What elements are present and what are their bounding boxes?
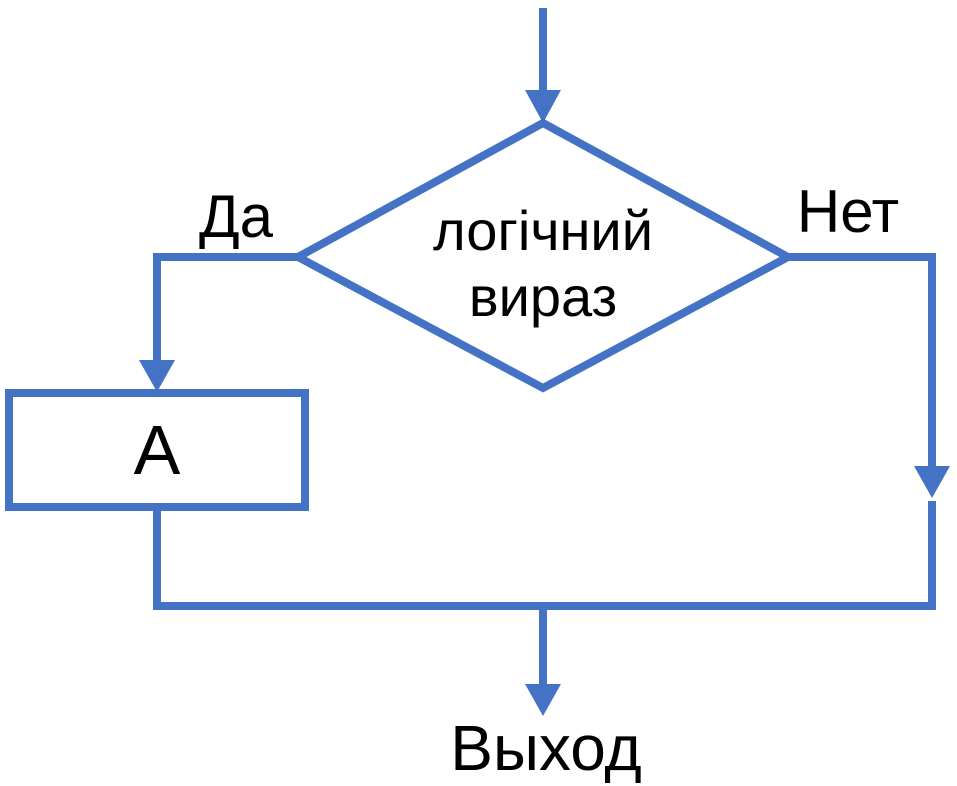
process-rect-shape	[5, 389, 309, 511]
arrowhead-down-icon	[525, 90, 561, 123]
no-branch-label: Нет	[797, 178, 899, 245]
process-node: А	[5, 389, 309, 511]
exit-label: Выход	[450, 712, 642, 784]
decision-diamond-shape	[289, 118, 797, 393]
process-label: А	[134, 411, 181, 489]
decision-label-line2: вираз	[469, 265, 617, 328]
yes-branch-label: Да	[199, 183, 274, 250]
no-branch-edge-line	[788, 253, 936, 468]
no-branch-edge	[788, 253, 950, 498]
arrowhead-down-icon	[139, 360, 175, 392]
yes-branch-edge-line	[153, 253, 298, 362]
decision-label-line1: логічний	[433, 199, 653, 262]
arrowhead-down-icon	[914, 466, 950, 498]
decision-node: логічний вираз	[289, 118, 797, 393]
entry-edge	[525, 8, 561, 123]
arrowhead-down-icon	[525, 684, 561, 716]
yes-branch-edge	[139, 253, 298, 392]
exit-edge	[525, 606, 561, 716]
merge-edge-line	[153, 501, 936, 610]
